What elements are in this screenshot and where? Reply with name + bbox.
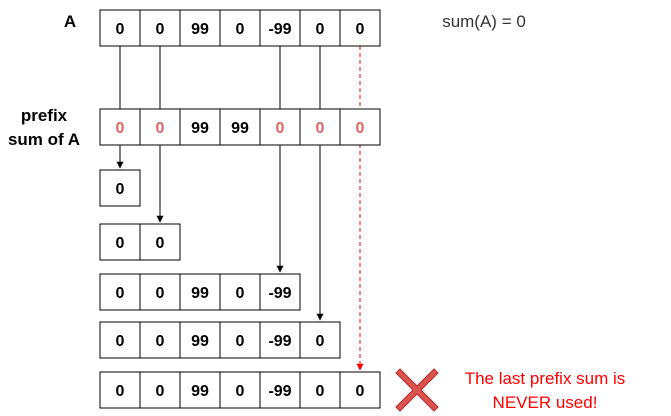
prefix-sum-cell (99, 108, 141, 146)
prefix-sum-cell (179, 108, 221, 146)
array-a-cell (99, 9, 141, 47)
prefix-sum-cell (259, 108, 301, 146)
array-a-cell (179, 9, 221, 47)
subarray-value: 0 (156, 285, 165, 302)
subarray-cell (99, 371, 141, 409)
subarray-value: 99 (191, 383, 209, 400)
subarray-value: -99 (268, 333, 291, 350)
prefix-label-line1: prefix (21, 106, 68, 125)
warning-line2: NEVER used! (493, 393, 598, 412)
subarray-value: 0 (356, 383, 365, 400)
subarray-row: 0 0 99 0 -99 0 0 (99, 371, 381, 409)
subarray-value: -99 (268, 383, 291, 400)
subarray-cell (99, 321, 141, 359)
array-a-value: 0 (236, 21, 245, 38)
subarray-value: 0 (236, 383, 245, 400)
subarray-cell (259, 321, 301, 359)
subarray-cell (259, 273, 301, 311)
subarray-cell (179, 273, 221, 311)
subarray-cell (339, 371, 381, 409)
subarray-cell (99, 273, 141, 311)
array-a-value: 0 (116, 21, 125, 38)
sum-note: sum(A) = 0 (442, 12, 526, 31)
subarray-cell (139, 273, 181, 311)
array-a-cell (339, 9, 381, 47)
subarray-value: 0 (116, 333, 125, 350)
subarray-row: 0 (99, 169, 141, 207)
subarray-value: 0 (116, 181, 125, 198)
prefix-sum-value: 0 (356, 120, 365, 137)
subarray-cell (99, 169, 141, 207)
subarray-value: 0 (236, 333, 245, 350)
subarray-value: 99 (191, 333, 209, 350)
subarray-value: 0 (116, 235, 125, 252)
subarray-value: -99 (268, 285, 291, 302)
subarray-value: 0 (156, 383, 165, 400)
subarray-cell (219, 371, 261, 409)
subarray-value: 0 (236, 285, 245, 302)
subarray-cell (219, 321, 261, 359)
subarray-cell (299, 321, 341, 359)
prefix-sum-value: 0 (276, 120, 285, 137)
prefix-sum-row: 0 0 99 99 0 0 0 (99, 108, 381, 146)
subarray-cell (219, 273, 261, 311)
subarray-value: 0 (316, 333, 325, 350)
subarray-cell (259, 371, 301, 409)
array-a-cell (219, 9, 261, 47)
array-a-value: 99 (191, 21, 209, 38)
subarray-value: 0 (316, 383, 325, 400)
subarray-value: 0 (156, 333, 165, 350)
prefix-label-line2: sum of A (8, 130, 80, 149)
array-label: A (64, 12, 76, 31)
subarray-cell (139, 223, 181, 261)
prefix-sum-cell (339, 108, 381, 146)
warning-line1: The last prefix sum is (465, 369, 626, 388)
subarray-value: 0 (116, 383, 125, 400)
cross-icon (395, 368, 439, 412)
array-a-value: 0 (156, 21, 165, 38)
subarray-cell (179, 321, 221, 359)
array-a-row: 0 0 99 0 -99 0 0 (99, 9, 381, 47)
subarray-cell (299, 371, 341, 409)
prefix-sum-value: 99 (231, 120, 249, 137)
subarray-value: 0 (116, 285, 125, 302)
prefix-sum-value: 0 (316, 120, 325, 137)
prefix-sum-value: 0 (156, 120, 165, 137)
connector-lines (116, 46, 364, 371)
subarray-cell (99, 223, 141, 261)
array-a-value: 0 (356, 21, 365, 38)
subarray-value: 0 (156, 235, 165, 252)
subarray-row: 0 0 99 0 -99 (99, 273, 301, 311)
prefix-sum-cell (219, 108, 261, 146)
prefix-sum-value: 99 (191, 120, 209, 137)
subarray-row: 0 0 99 0 -99 0 (99, 321, 341, 359)
array-a-value: 0 (316, 21, 325, 38)
array-a-cell (299, 9, 341, 47)
array-a-value: -99 (268, 21, 291, 38)
prefix-sum-value: 0 (116, 120, 125, 137)
array-a-cell (259, 9, 301, 47)
subarray-value: 99 (191, 285, 209, 302)
